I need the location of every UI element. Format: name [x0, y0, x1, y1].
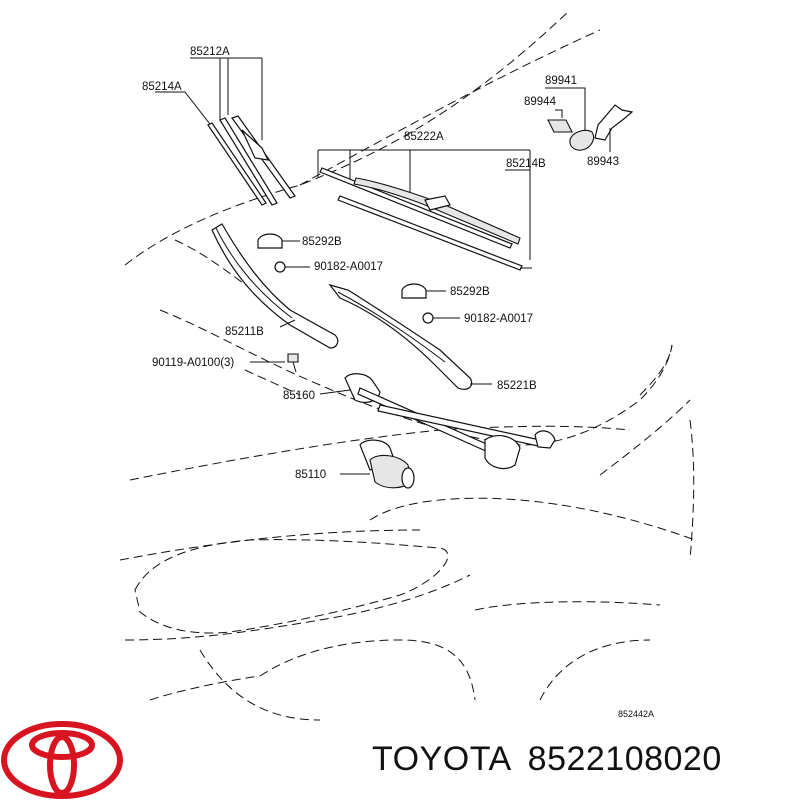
- small-parts-group: [545, 87, 634, 152]
- nuts: [274, 261, 460, 324]
- callout-89943: 89943: [587, 156, 619, 168]
- callout-90182-lower: 90182-A0017: [464, 313, 533, 325]
- figure-id: 852442A: [618, 709, 654, 719]
- callout-89944: 89944: [524, 96, 557, 108]
- wiper-caps: [257, 233, 446, 299]
- callout-85211b: 85211B: [225, 326, 264, 338]
- callout-90182-upper: 90182-A0017: [314, 261, 383, 273]
- left-wiper-arm: [211, 223, 339, 349]
- callout-89941: 89941: [545, 75, 577, 87]
- toyota-logo-icon: [1, 721, 123, 799]
- callout-85292b-upper: 85292B: [302, 236, 342, 248]
- wiper-linkage: [319, 373, 556, 470]
- callout-85222a: 85222A: [404, 131, 444, 143]
- callout-85160: 85160: [283, 390, 315, 402]
- callout-90119: 90119-A0100(3): [152, 357, 234, 369]
- callout-85212a: 85212A: [190, 46, 230, 58]
- callout-85110: 85110: [295, 469, 326, 481]
- footer-caption: TOYOTA 8522108020: [372, 740, 738, 779]
- right-wiper-arm: [328, 283, 492, 390]
- callout-85214a: 85214A: [142, 81, 182, 93]
- callout-85292b-lower: 85292B: [450, 286, 490, 298]
- callout-85221b: 85221B: [497, 380, 537, 392]
- right-wiper-blade: [317, 149, 532, 271]
- callout-85214b: 85214B: [506, 158, 546, 170]
- bolt: [250, 353, 299, 373]
- brand-name: TOYOTA: [372, 740, 512, 778]
- part-number: 8522108020: [527, 740, 722, 778]
- left-wiper-blade: [155, 57, 296, 206]
- wiper-motor: [340, 439, 415, 489]
